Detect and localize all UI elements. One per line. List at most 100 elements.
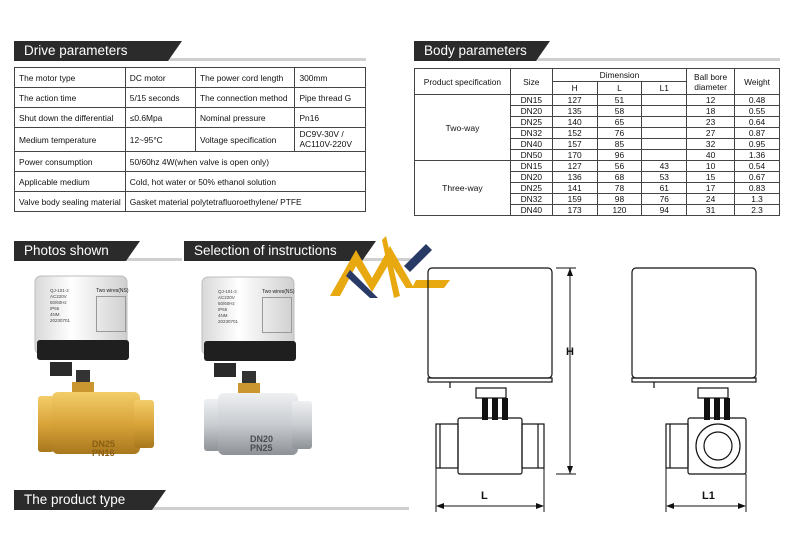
param-value: 5/15 seconds: [124, 87, 196, 108]
cell-h: 136: [551, 171, 598, 183]
product-spec-group: Two-way: [414, 94, 511, 161]
param-value: ≤0.6Mpa: [124, 107, 196, 128]
cell-l1: 76: [641, 193, 688, 205]
param-value: Gasket material polytetrafluoroethylene/…: [124, 191, 367, 212]
cell-weight: 2.3: [734, 204, 780, 216]
valve-body-icon: [201, 276, 312, 455]
cell-size: DN15: [509, 160, 553, 172]
drive-parameters-title: Drive parameters: [14, 41, 182, 61]
ball-bore-line-1: Ball bore: [694, 71, 728, 82]
label-voltage: AC220V: [218, 295, 235, 300]
param-label: The connection method: [194, 87, 296, 108]
valve-size: DN20: [250, 434, 274, 444]
cell-size: DN20: [509, 105, 553, 117]
label-model: QJ-101-2: [50, 288, 69, 293]
cell-ball: 17: [686, 182, 736, 194]
param-label: The motor type: [14, 67, 126, 88]
valve-body-icon: [34, 275, 154, 454]
table-row: Shut down the differential ≤0.6Mpa Nomin…: [14, 107, 366, 128]
voltage-line-2: AC110V-220V: [299, 138, 352, 149]
cell-weight: 0.95: [734, 138, 780, 150]
body-parameters-title: Body parameters: [414, 41, 550, 61]
label-specs: QJ-101-2 AC220V 50/60Hz IP65 4NM 2023070…: [50, 288, 70, 324]
cell-h: 159: [551, 193, 598, 205]
cell-size: DN50: [509, 149, 553, 161]
param-label: Medium temperature: [14, 127, 126, 152]
cell-l: 96: [596, 149, 643, 161]
cell-weight: 0.55: [734, 105, 780, 117]
valve-pressure: PN16: [92, 448, 115, 458]
drive-parameters-table: The motor type DC motor The power cord l…: [14, 67, 367, 212]
label-specs: QJ-101-2 AC220V 50/60Hz IP65 4NM 2023070…: [218, 289, 238, 325]
cell-ball: 15: [686, 171, 736, 183]
table-row: The action time 5/15 seconds The connect…: [14, 87, 366, 108]
cell-h: 170: [551, 149, 598, 161]
cell-weight: 0.87: [734, 127, 780, 139]
label-frequency: 50/60Hz: [218, 301, 235, 306]
body-parameters-table: Product specification Size Dimension Bal…: [414, 68, 780, 216]
two-way-valve-drawing-icon: [427, 267, 576, 512]
cell-l1: [641, 94, 688, 106]
table-row: Power consumption 50/60hz 4W(when valve …: [14, 151, 367, 172]
dimension-l1-label: L1: [702, 490, 715, 502]
param-value: 50/60hz 4W(when valve is open only): [124, 151, 367, 172]
cell-l: 76: [596, 127, 643, 139]
cell-h: 157: [551, 138, 598, 150]
label-ip: IP65: [218, 307, 228, 312]
cell-l1: 43: [641, 160, 688, 172]
col-header-l: L: [596, 81, 643, 95]
cell-weight: 0.64: [734, 116, 780, 128]
table-row: Valve body sealing material Gasket mater…: [14, 191, 367, 212]
cell-l1: [641, 127, 688, 139]
cell-ball: 32: [686, 138, 736, 150]
three-way-valve-drawing-icon: [631, 267, 757, 512]
param-label: The action time: [14, 87, 126, 108]
cell-ball: 40: [686, 149, 736, 161]
cell-h: 152: [551, 127, 598, 139]
param-label: Voltage specification: [194, 127, 296, 152]
cell-size: DN25: [509, 182, 553, 194]
cell-h: 141: [551, 182, 598, 194]
label-torque: 4NM: [50, 312, 60, 317]
brass-valve-photo: QJ-101-2 AC220V 50/60Hz IP65 4NM 2023070…: [30, 270, 160, 480]
label-date: 20230701: [50, 318, 71, 323]
label-model: QJ-101-2: [218, 289, 237, 294]
cell-ball: 24: [686, 193, 736, 205]
cell-size: DN20: [509, 171, 553, 183]
cell-ball: 27: [686, 127, 736, 139]
cell-h: 127: [551, 94, 598, 106]
selection-header: Selection of instructions: [184, 241, 414, 261]
param-label: Applicable medium: [14, 171, 126, 192]
label-torque: 4NM: [218, 313, 228, 318]
label-voltage: AC220V: [50, 294, 67, 299]
col-header-ball-bore: Ball bore diameter: [686, 68, 736, 95]
cell-size: DN15: [509, 94, 553, 106]
param-value: DC motor: [124, 67, 196, 88]
table-header-row: Product specification Size Dimension Bal…: [414, 68, 780, 95]
cell-ball: 18: [686, 105, 736, 117]
cell-l: 78: [596, 182, 643, 194]
param-label: Power consumption: [14, 151, 126, 172]
param-label: Shut down the differential: [14, 107, 126, 128]
label-wires: Two wires(NS): [262, 289, 295, 295]
product-type-header: The product type: [14, 490, 409, 510]
cell-ball: 23: [686, 116, 736, 128]
cell-weight: 0.54: [734, 160, 780, 172]
photos-shown-title: Photos shown: [14, 241, 140, 261]
col-header-dimension: Dimension: [551, 68, 688, 82]
label-ip: IP65: [50, 306, 60, 311]
cell-l1: [641, 105, 688, 117]
wiring-diagram-icon: [96, 296, 126, 332]
three-way-dimension-drawing: L1: [626, 262, 776, 522]
cell-weight: 1.3: [734, 193, 780, 205]
photos-shown-header: Photos shown: [14, 241, 182, 261]
cell-size: DN32: [509, 193, 553, 205]
label-date: 20230701: [218, 319, 239, 324]
product-spec-group: Three-way: [414, 160, 511, 216]
ball-bore-line-2: diameter: [694, 81, 727, 92]
col-header-size: Size: [509, 68, 553, 95]
cell-h: 140: [551, 116, 598, 128]
